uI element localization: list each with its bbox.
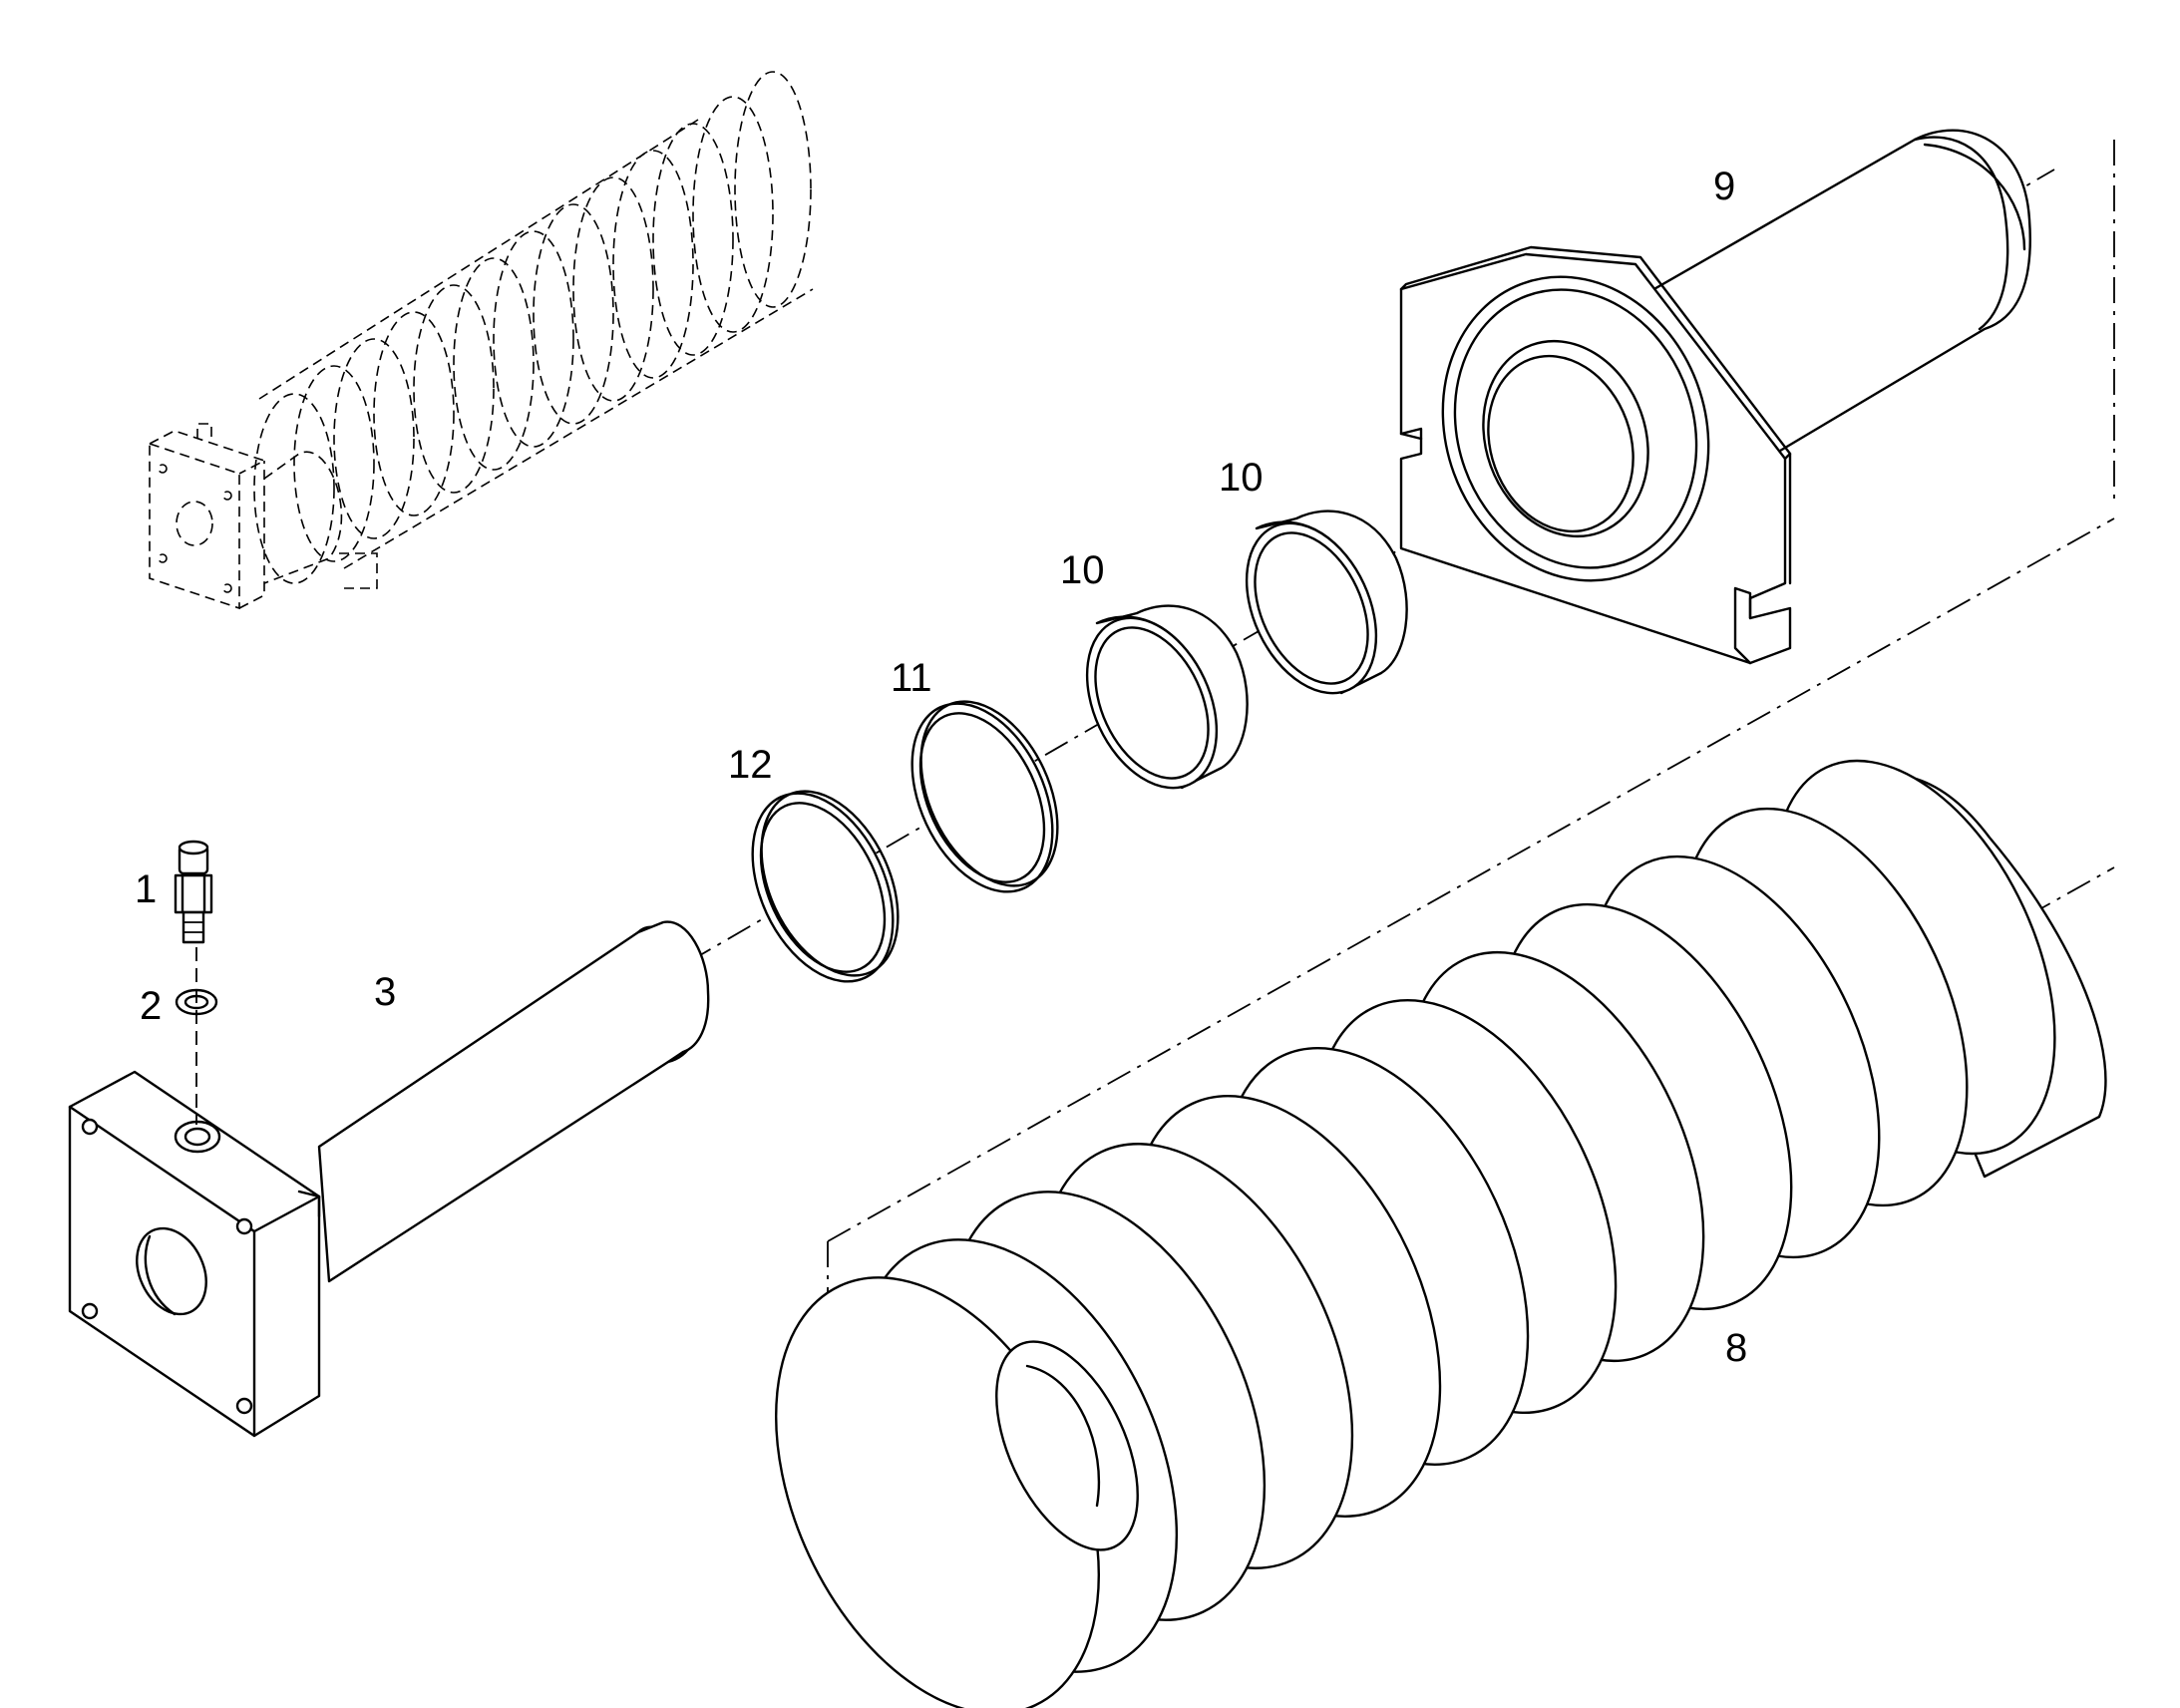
- part-3-cylinder: [68, 920, 710, 1438]
- part-10-ring-lower: [1085, 604, 1249, 790]
- callout-2: 2: [140, 984, 162, 1028]
- callout-10-upper: 10: [1219, 456, 1264, 500]
- part-11-seal: [910, 700, 1059, 893]
- callout-12: 12: [728, 743, 773, 787]
- part-10-ring-upper: [1245, 510, 1408, 695]
- phantom-spring-coils: [253, 71, 812, 584]
- callout-10-lower: 10: [1060, 548, 1105, 592]
- part-1-grease-fitting: [174, 840, 213, 944]
- callout-11: 11: [891, 656, 932, 700]
- callout-8: 8: [1725, 1326, 1747, 1370]
- part-12-seal: [751, 790, 900, 983]
- assembled-view-phantom: [149, 71, 814, 610]
- part-9-rod-flange: [1399, 129, 2031, 665]
- callout-1: 1: [135, 867, 157, 911]
- part-8-spring: [775, 759, 2107, 1708]
- callout-9: 9: [1713, 165, 1735, 208]
- callout-3: 3: [374, 970, 396, 1014]
